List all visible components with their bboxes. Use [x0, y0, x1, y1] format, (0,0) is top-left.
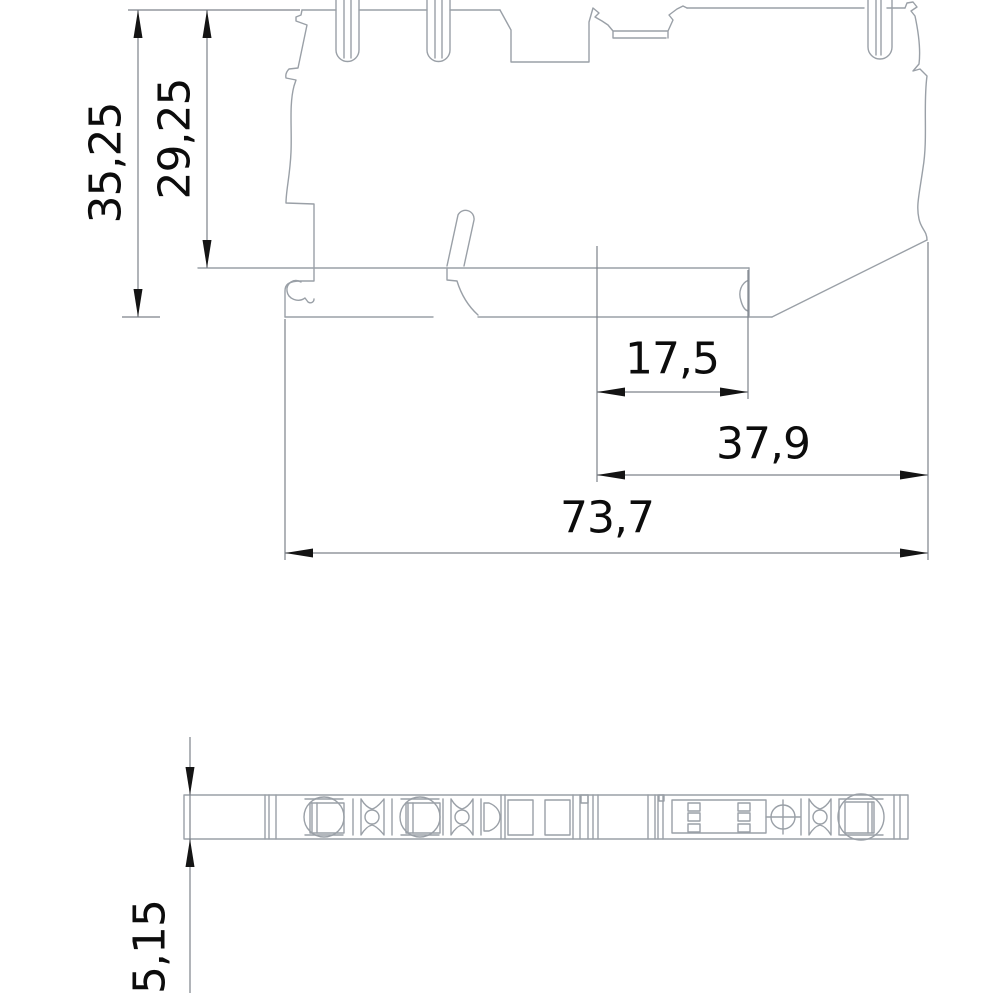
clamp-detail-lines	[400, 798, 440, 836]
screw-crosshair-lines	[765, 799, 801, 835]
top-tab	[658, 794, 665, 802]
contact-window	[737, 823, 751, 833]
partition-lines	[264, 794, 901, 840]
clamp-square	[309, 802, 345, 834]
arrowhead-icon	[185, 839, 195, 867]
arrowhead-icon	[202, 10, 212, 38]
dim-label-front-depth: 17,5	[625, 334, 719, 385]
arrowhead-icon	[285, 548, 313, 558]
spring-circle	[454, 809, 470, 825]
arrowhead-icon	[133, 289, 143, 317]
test-socket-slot	[867, 0, 893, 60]
contact-window	[737, 802, 751, 812]
arrowhead-icon	[597, 470, 625, 480]
spring-bowtie	[800, 798, 840, 836]
test-socket-slot	[426, 0, 451, 63]
spring-bowtie	[352, 798, 393, 836]
right-profile-edge	[904, 1, 928, 241]
terminal-box	[544, 799, 571, 836]
clamp-detail-lines	[304, 798, 344, 836]
dim-label-overall-height: 35,25	[81, 103, 132, 224]
mounting-foot-hook	[286, 279, 315, 304]
dimension-annotations: 35,25 29,25 17,5 37,9 73,7 5,15	[81, 9, 929, 994]
spring-circle	[812, 809, 828, 825]
arrowhead-icon	[133, 10, 143, 38]
release-lever	[446, 209, 479, 316]
clamp-detail-lines	[839, 798, 884, 836]
contact-window	[687, 812, 701, 822]
terminal-box	[507, 799, 534, 836]
main-profile-view	[197, 0, 928, 318]
clamp-circle	[837, 793, 885, 841]
housing-top-edge	[301, 7, 906, 11]
dim-label-overall-depth: 73,7	[560, 493, 654, 544]
contact-window	[687, 802, 701, 812]
spring-circle	[364, 809, 380, 825]
extension-lines	[122, 9, 929, 560]
contact-window	[687, 823, 701, 833]
bottom-thickness-view	[183, 793, 909, 841]
right-foot-hook	[739, 239, 928, 318]
top-tab	[580, 794, 589, 804]
arrowhead-icon	[900, 548, 928, 558]
arrowhead-icon	[202, 240, 212, 268]
arrowhead-icon	[597, 387, 625, 397]
component-block	[671, 799, 767, 834]
spring-bowtie	[442, 798, 482, 836]
d-shaped-opening	[483, 802, 501, 832]
center-recess-and-latches	[499, 5, 688, 63]
dim-label-rail-height: 29,25	[150, 79, 201, 200]
clamp-square	[844, 801, 875, 834]
dim-label-thickness: 5,15	[125, 900, 176, 994]
left-profile-edge	[284, 9, 315, 318]
dim-label-mid-depth: 37,9	[716, 419, 810, 470]
clamp-square	[405, 802, 441, 834]
test-socket-slot	[335, 0, 360, 63]
arrowhead-icon	[185, 767, 195, 795]
arrowhead-icon	[900, 470, 928, 480]
contact-window	[737, 812, 751, 822]
arrowhead-icon	[720, 387, 748, 397]
thin-body-outline	[183, 794, 909, 840]
